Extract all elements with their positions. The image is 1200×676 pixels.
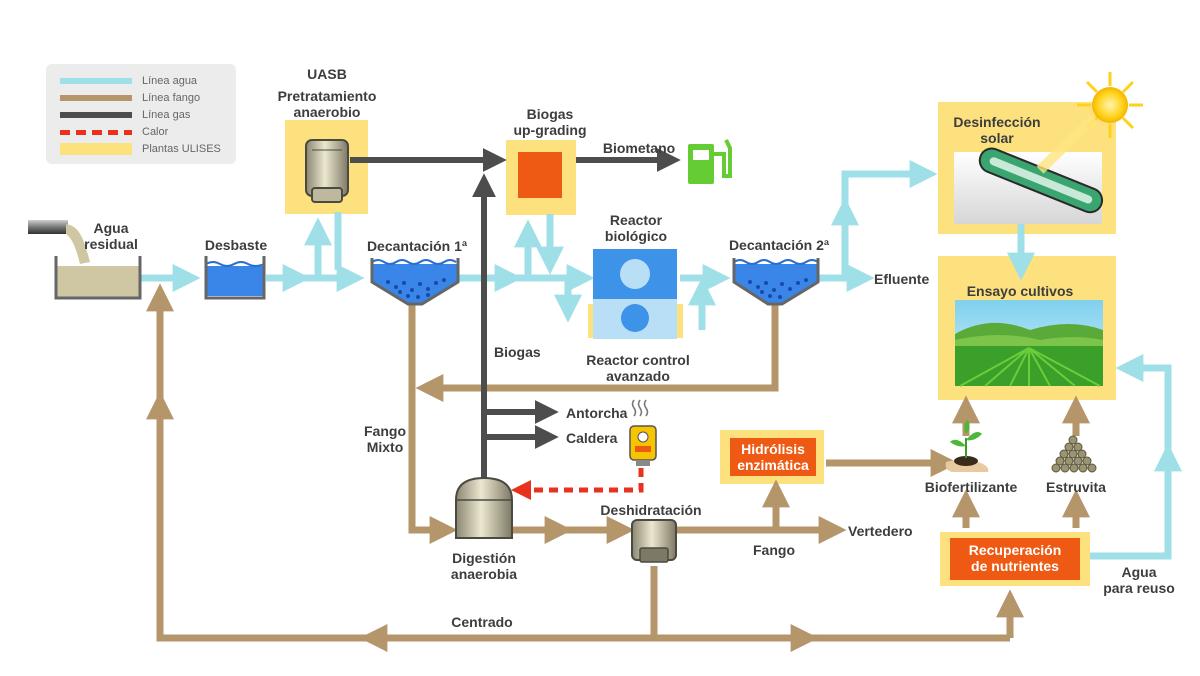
crop-field — [955, 300, 1103, 387]
legend-item-heat: Calor — [60, 125, 168, 139]
label-agua-reuso: Agua para reuso — [1103, 564, 1175, 596]
legend-item-gas: Línea gas — [60, 108, 190, 122]
legend-label: Línea fango — [142, 92, 201, 104]
label-hidrolisis: Hidrólisis enzimática — [737, 441, 809, 473]
label-digestion: Digestión anaerobia — [450, 550, 518, 582]
label-recuperacion: Recuperación de nutrientes — [968, 542, 1062, 574]
label-caldera: Caldera — [566, 430, 618, 446]
decantacion1-tank — [370, 258, 460, 306]
label-reactor-control: Reactor control avanzado — [586, 352, 690, 384]
legend-item-sludge: Línea fango — [60, 91, 200, 105]
legend-item-ulises: Plantas ULISES — [60, 142, 221, 156]
label-reactor-biologico: Reactor biológico — [604, 212, 668, 244]
hidrolisis-unit — [730, 438, 816, 476]
label-fango-mixto: Fango Mixto — [364, 423, 406, 455]
gas-lines — [350, 148, 681, 480]
label-desbaste: Desbaste — [204, 237, 268, 253]
heat-line — [511, 468, 644, 500]
label-agua-residual: Agua residual — [84, 220, 138, 252]
recuperacion-unit — [950, 538, 1080, 580]
legend-label: Calor — [142, 126, 169, 138]
upgrading-unit — [518, 152, 562, 198]
label-biofertilizante: Biofertilizante — [924, 479, 1018, 495]
label-vertedero: Vertedero — [848, 523, 913, 539]
label-antorcha: Antorcha — [566, 405, 628, 421]
sludge-lines — [146, 283, 1090, 652]
legend-label: Línea gas — [142, 109, 191, 121]
uasb-reactor — [305, 139, 349, 203]
label-efluente: Efluente — [874, 271, 930, 287]
fuel-pump-icon — [688, 139, 732, 184]
label-deshidratacion: Deshidratación — [600, 502, 702, 518]
legend-label: Línea agua — [142, 75, 198, 87]
solar-panel — [954, 147, 1104, 224]
label-desinfeccion: Desinfección solar — [953, 114, 1041, 146]
desbaste-tank — [204, 256, 266, 300]
legend: Línea agua Línea fango Línea gas Calor P… — [46, 64, 236, 164]
label-decantacion1: Decantación 1ª — [366, 238, 468, 254]
digester — [455, 476, 513, 539]
agua-residual-tank — [28, 220, 142, 300]
legend-label: Plantas ULISES — [142, 143, 221, 155]
label-biogas-upgrading: Biogas up-grading — [513, 106, 587, 138]
sun-icon — [1036, 72, 1143, 174]
plant-icon — [945, 420, 989, 472]
struvite-icon — [1051, 435, 1097, 473]
label-uasb: UASB — [307, 66, 347, 82]
water-lines — [140, 160, 1182, 560]
boiler-icon — [629, 399, 657, 466]
dehydration-unit — [631, 519, 677, 563]
label-fango: Fango — [753, 542, 795, 558]
label-biogas: Biogas — [494, 344, 541, 360]
label-centrado: Centrado — [451, 614, 513, 630]
label-decantacion2: Decantación 2ª — [728, 237, 830, 253]
label-biometano: Biometano — [602, 140, 676, 156]
label-ensayo-cultivos: Ensayo cultivos — [966, 283, 1074, 299]
legend-item-water: Línea agua — [60, 74, 197, 88]
decantacion2-tank — [732, 258, 820, 306]
label-estruvita: Estruvita — [1046, 479, 1106, 495]
reactor-biologico — [593, 249, 677, 339]
label-pretratamiento: Pretratamiento anaerobio — [277, 88, 377, 120]
